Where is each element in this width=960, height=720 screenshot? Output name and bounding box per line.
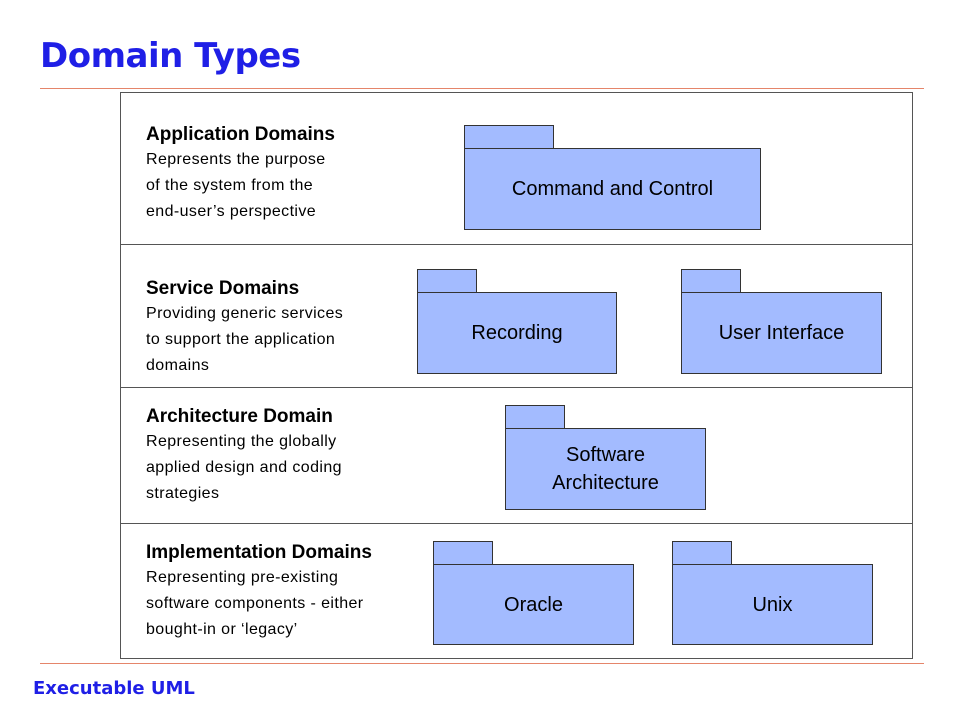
- layer-divider: [121, 523, 912, 524]
- package-command-and-control: Command and Control: [464, 125, 761, 230]
- package-label: Recording: [417, 292, 617, 374]
- package-user-interface: User Interface: [681, 269, 882, 374]
- package-software-architecture: Software Architecture: [505, 405, 706, 510]
- implementation-domains-description: Representing pre-existing software compo…: [146, 569, 364, 638]
- architecture-domain-heading: Architecture Domain: [146, 406, 333, 427]
- package-label: User Interface: [681, 292, 882, 374]
- page-title: Domain Types: [40, 36, 301, 76]
- package-tab: [433, 541, 493, 565]
- architecture-domain-text: Architecture Domain Representing the glo…: [146, 405, 426, 507]
- service-domains-description: Providing generic services to support th…: [146, 305, 344, 374]
- package-tab: [681, 269, 741, 293]
- service-domains-heading: Service Domains: [146, 278, 300, 299]
- package-oracle: Oracle: [433, 541, 634, 645]
- package-tab: [505, 405, 565, 429]
- architecture-domain-description: Representing the globally applied design…: [146, 433, 342, 502]
- footer-rule: [40, 663, 924, 664]
- package-recording: Recording: [417, 269, 617, 374]
- package-label: Command and Control: [464, 148, 761, 230]
- application-domains-heading: Application Domains: [146, 124, 335, 145]
- package-tab: [672, 541, 732, 565]
- package-label: Software Architecture: [505, 428, 706, 510]
- application-domains-description: Represents the purpose of the system fro…: [146, 151, 326, 220]
- service-domains-text: Service Domains Providing generic servic…: [146, 277, 426, 379]
- implementation-domains-heading: Implementation Domains: [146, 542, 372, 563]
- application-domains-text: Application Domains Represents the purpo…: [146, 123, 426, 225]
- layer-divider: [121, 387, 912, 388]
- title-rule: [40, 88, 924, 89]
- package-tab: [417, 269, 477, 293]
- layer-divider: [121, 244, 912, 245]
- package-label: Oracle: [433, 564, 634, 645]
- package-tab: [464, 125, 554, 149]
- domain-diagram-frame: Application Domains Represents the purpo…: [120, 92, 913, 659]
- implementation-domains-text: Implementation Domains Representing pre-…: [146, 541, 426, 643]
- footer-text: Executable UML: [33, 678, 195, 699]
- package-unix: Unix: [672, 541, 873, 645]
- package-label: Unix: [672, 564, 873, 645]
